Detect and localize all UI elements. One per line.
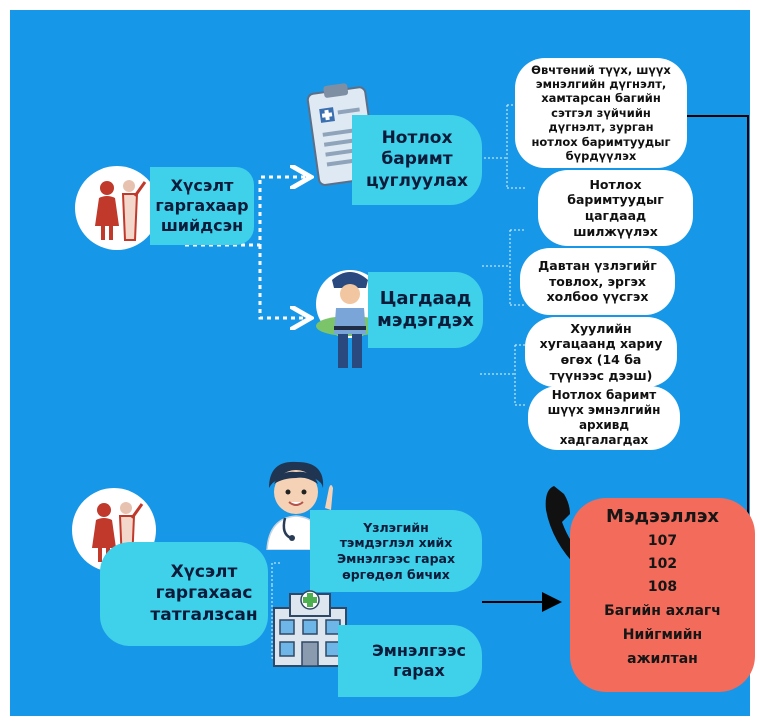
contact-line-4: Багийн ахлагч: [604, 603, 721, 619]
detail-box-4: Хуулийн хугацаанд хариу өгөх (14 ба түүн…: [525, 317, 677, 387]
police-notify-label: Цагдаад мэдэгдэх: [377, 287, 474, 332]
decision-branch-lines: [185, 177, 308, 318]
contact-line-1: 107: [647, 533, 678, 549]
evidence-collect-box: Нотлох баримт цуглуулах: [352, 115, 482, 205]
detail-label-3: Давтан үзлэгийг товлох, эргэх холбоо үүс…: [538, 258, 657, 305]
report-arrows: [482, 115, 750, 612]
diagram-canvas: Хүсэлт гаргахаар шийдсэн Нотлох баримт ц…: [10, 10, 755, 716]
detail-label-1: Өвчтөний түүх, шүүх эмнэлгийн дүгнэлт, х…: [531, 62, 671, 163]
connector-lines: [185, 104, 750, 659]
detail-branch-lines: [271, 104, 525, 659]
detail-box-5: Нотлох баримт шүүх эмнэлгийн архивд хадг…: [528, 386, 680, 450]
detail-label-2: Нотлох баримтуудыг цагдаад шилжүүлэх: [567, 176, 664, 239]
discharge-step-box: Эмнэлгээс гарах: [338, 625, 482, 697]
police-officer-icon: [310, 262, 390, 372]
detail-label-5: Нотлох баримт шүүх эмнэлгийн архивд хадг…: [547, 388, 661, 447]
contact-box: Мэдээллэх 107 102 108 Багийн ахлагч Нийг…: [570, 498, 755, 692]
detail-box-2: Нотлох баримтуудыг цагдаад шилжүүлэх: [538, 170, 693, 246]
decision-refuse-box: Хүсэлт гаргахаас татгалзсан: [100, 542, 268, 646]
decision-request-label: Хүсэлт гаргахаар шийдсэн: [155, 176, 249, 235]
detail-label-4: Хуулийн хугацаанд хариу өгөх (14 ба түүн…: [539, 320, 663, 383]
police-notify-box: Цагдаад мэдэгдэх: [368, 272, 483, 348]
discharge-step-label: Эмнэлгээс гарах: [372, 641, 466, 680]
contact-title: Мэдээллэх: [605, 506, 720, 527]
decision-refuse-label: Хүсэлт гаргахаас татгалзсан: [150, 562, 258, 625]
note-step-box: Үзлэгийн тэмдэглэл хийх Эмнэлгээс гарах …: [310, 510, 482, 592]
decision-request-box: Хүсэлт гаргахаар шийдсэн: [150, 167, 254, 245]
contact-line-2: 102: [647, 556, 678, 572]
hospital-icon: [270, 580, 350, 670]
couple-icon: [75, 166, 159, 250]
detail-box-3: Давтан үзлэгийг товлох, эргэх холбоо үүс…: [520, 248, 675, 315]
note-step-label: Үзлэгийн тэмдэглэл хийх Эмнэлгээс гарах …: [336, 519, 456, 582]
contact-line-5: Нийгмийн ажилтан: [622, 627, 703, 667]
detail-box-1: Өвчтөний түүх, шүүх эмнэлгийн дүгнэлт, х…: [515, 58, 687, 168]
evidence-collect-label: Нотлох баримт цуглуулах: [365, 128, 469, 191]
contact-line-3: 108: [647, 579, 678, 595]
